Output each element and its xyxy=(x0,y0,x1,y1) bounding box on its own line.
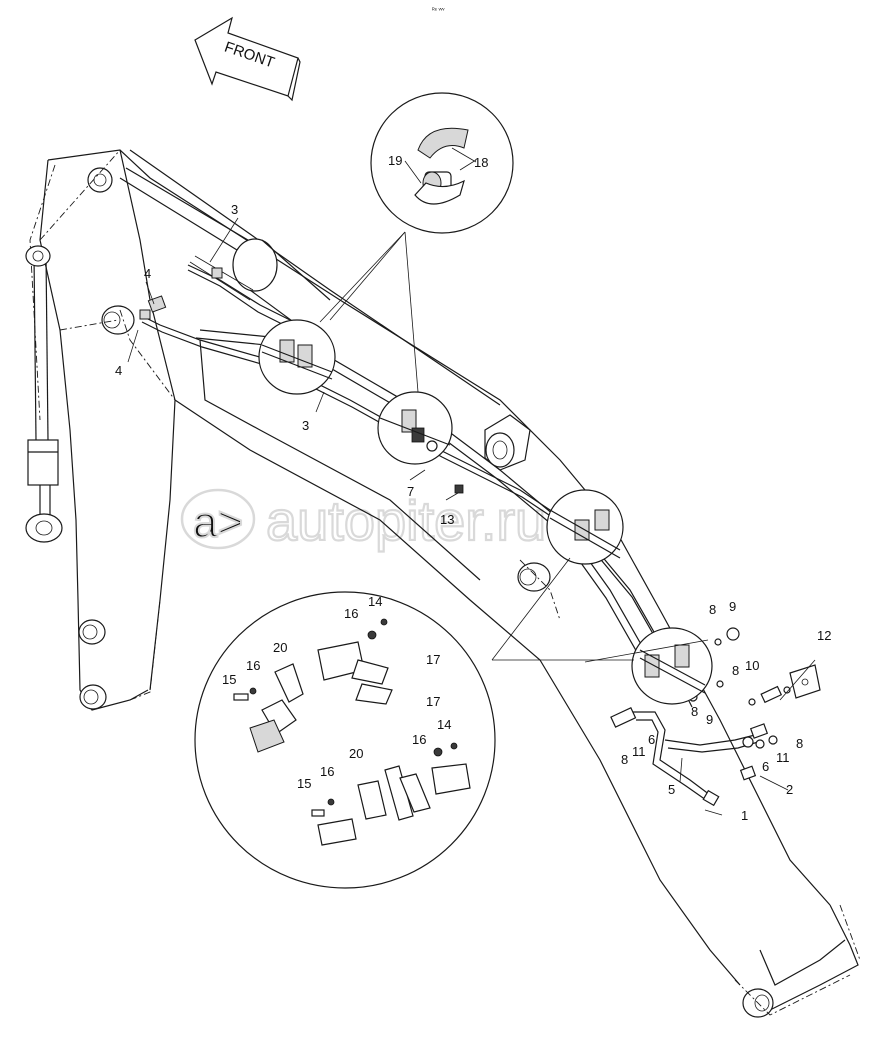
callout-18: 18 xyxy=(474,155,488,170)
callout-17: 17 xyxy=(426,652,440,667)
callout-13: 13 xyxy=(440,512,454,527)
callout-11: 11 xyxy=(632,744,646,759)
callout-15: 15 xyxy=(222,672,236,687)
callout-20: 20 xyxy=(349,746,363,761)
callout-labels: 1 2 3 3 4 4 5 6 6 7 8 8 8 8 8 9 9 10 11 … xyxy=(115,153,831,823)
callout-7: 7 xyxy=(407,484,414,499)
callout-11: 11 xyxy=(776,750,790,765)
arm-cylinder xyxy=(119,167,331,341)
callout-8: 8 xyxy=(709,602,716,617)
callout-8: 8 xyxy=(621,752,628,767)
callout-14: 14 xyxy=(437,717,451,732)
callout-1: 1 xyxy=(741,808,748,823)
callout-9: 9 xyxy=(706,712,713,727)
callout-12: 12 xyxy=(817,628,831,643)
detail-circle-clamp-bottom xyxy=(194,591,496,889)
boom-cylinder xyxy=(25,245,63,543)
arm-bracket xyxy=(484,414,531,471)
detail-circle-clamp-top xyxy=(370,92,514,234)
callout-16: 16 xyxy=(246,658,260,673)
leader-lines xyxy=(127,217,816,816)
callout-6: 6 xyxy=(648,732,655,747)
callout-16: 16 xyxy=(412,732,426,747)
front-arrow: FRONT xyxy=(194,16,301,102)
callout-19: 19 xyxy=(388,153,402,168)
callout-9: 9 xyxy=(729,599,736,614)
callout-17: 17 xyxy=(426,694,440,709)
callout-4: 4 xyxy=(144,266,151,281)
detail-circle-d xyxy=(631,627,713,705)
callout-6: 6 xyxy=(762,759,769,774)
phantom-lines xyxy=(29,149,861,1016)
callout-3: 3 xyxy=(302,418,309,433)
boom-body xyxy=(39,149,859,1018)
callout-8: 8 xyxy=(732,663,739,678)
callout-2: 2 xyxy=(786,782,793,797)
watermark-text: autopiter.ru xyxy=(266,489,546,552)
corner-mark: ᴿᵉ ᵛᵛᵛ xyxy=(432,7,444,14)
callout-8: 8 xyxy=(796,736,803,751)
watermark: a> autopiter.ru xyxy=(180,488,547,553)
callout-3: 3 xyxy=(231,202,238,217)
callout-14: 14 xyxy=(368,594,382,609)
callout-15: 15 xyxy=(297,776,311,791)
callout-8: 8 xyxy=(691,704,698,719)
callout-16: 16 xyxy=(320,764,334,779)
detail-circle-c xyxy=(546,489,624,565)
callout-10: 10 xyxy=(745,658,759,673)
callout-16: 16 xyxy=(344,606,358,621)
callout-20: 20 xyxy=(273,640,287,655)
watermark-logo-text: a> xyxy=(193,498,243,547)
callout-5: 5 xyxy=(668,782,675,797)
hose-assembly xyxy=(610,627,821,807)
detail-circle-a xyxy=(258,319,336,395)
detail-circle-b xyxy=(377,391,453,465)
callout-4: 4 xyxy=(115,363,122,378)
